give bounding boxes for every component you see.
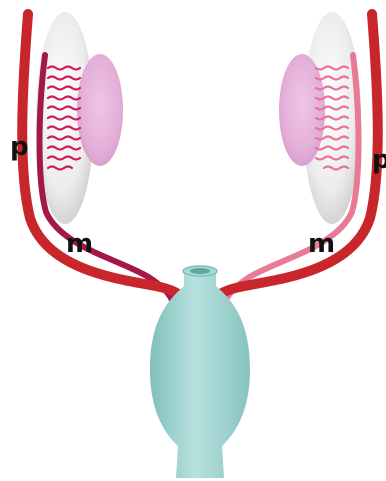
label-left-m: m	[66, 229, 93, 259]
label-right-p: p	[372, 145, 386, 175]
urogenital-sinus-opening-inner	[190, 268, 210, 274]
left-gonad	[77, 54, 123, 166]
label-right-m: m	[308, 229, 335, 259]
label-left-p: p	[10, 132, 29, 162]
urogenital-sinus	[150, 272, 250, 478]
